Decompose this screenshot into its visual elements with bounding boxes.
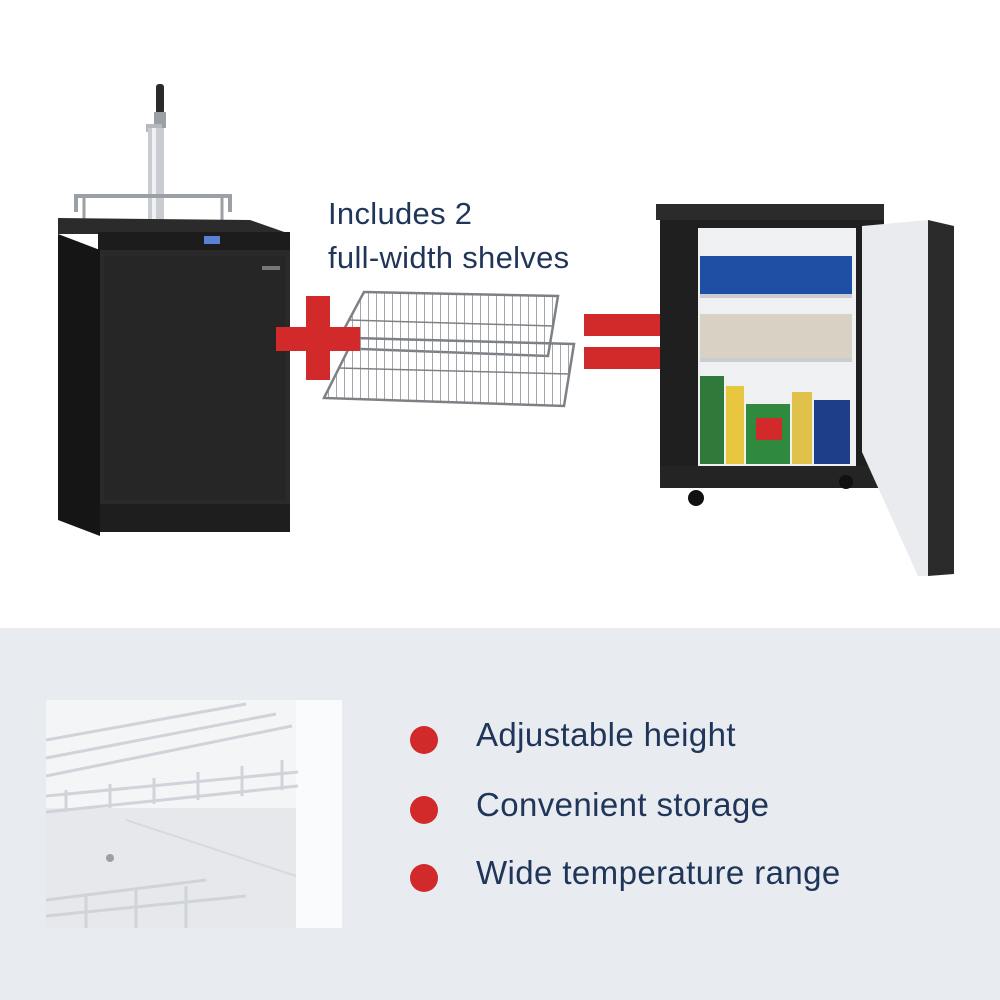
plus-icon-vertical [306,296,330,380]
bullet-dot-icon [410,726,438,754]
caption-line-2: full-width shelves [328,240,570,275]
kegerator-image [58,84,290,536]
feature-label: Adjustable height [476,716,736,753]
bullet-dot-icon [410,864,438,892]
equals-icon-lower [584,347,676,369]
feature-label: Wide temperature range [476,854,841,891]
caption-line-1: Includes 2 [328,196,473,231]
shelves-caption: Includes 2 full-width shelves [328,192,658,280]
wire-shelves-image [322,290,576,408]
interior-shelf-photo [46,700,342,928]
feature-item: Wide temperature range [410,838,970,908]
equals-icon [584,314,676,336]
feature-item: Convenient storage [410,770,970,840]
feature-label: Convenient storage [476,786,770,823]
beverage-fridge-image [656,204,954,576]
bullet-dot-icon [410,796,438,824]
feature-item: Adjustable height [410,700,970,770]
